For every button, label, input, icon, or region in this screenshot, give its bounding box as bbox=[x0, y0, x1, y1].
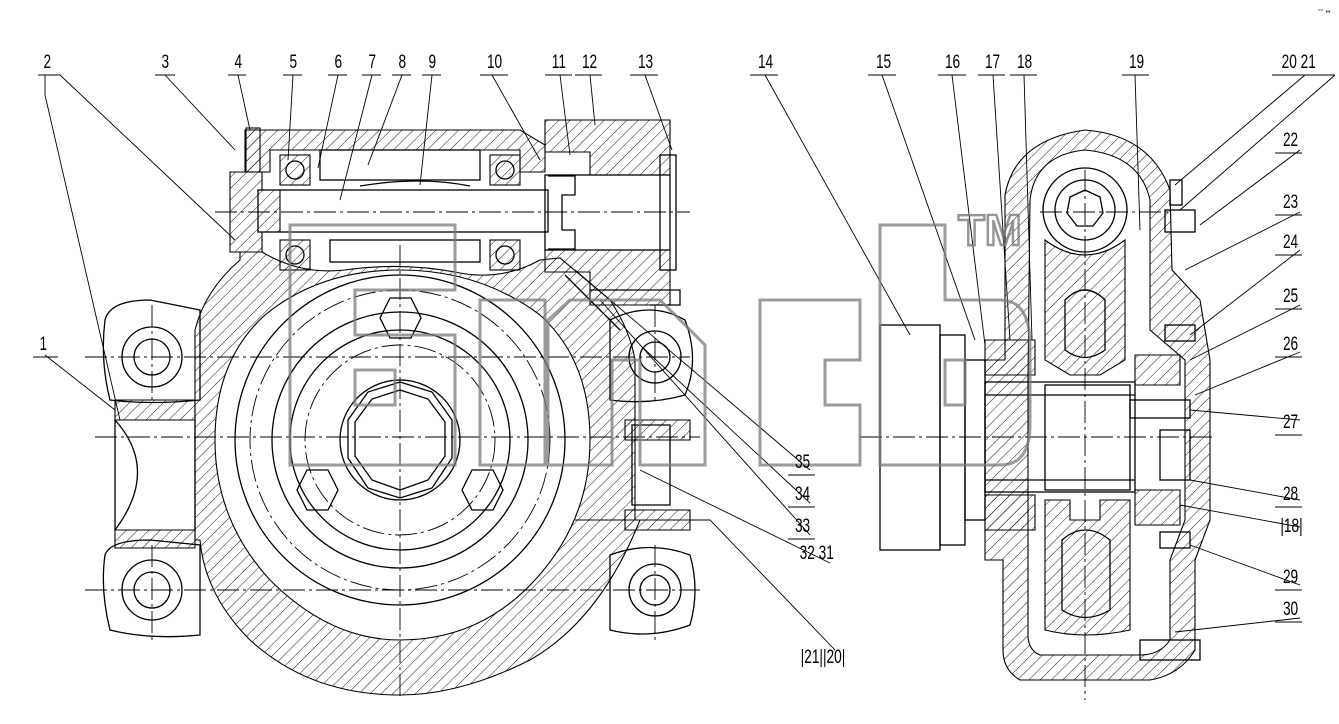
callout-32-31: 32 31 bbox=[800, 542, 834, 564]
callout-10: 10 bbox=[487, 51, 502, 73]
callout-16: 16 bbox=[945, 51, 960, 73]
callout-18-ref: |18| bbox=[1280, 515, 1302, 537]
callout-18: 18 bbox=[1017, 51, 1032, 73]
callout-28: 28 bbox=[1283, 483, 1298, 505]
callout-15: 15 bbox=[876, 51, 891, 73]
callout-13: 13 bbox=[638, 51, 653, 73]
watermark-logo: TM bbox=[288, 205, 1032, 467]
callout-27: 27 bbox=[1283, 411, 1298, 433]
callout-26: 26 bbox=[1283, 333, 1298, 355]
callout-30: 30 bbox=[1283, 598, 1298, 620]
callout-14: 14 bbox=[758, 51, 773, 73]
callout-labels: 2 3 4 5 6 7 8 9 10 11 12 13 14 15 16 17 … bbox=[39, 51, 1315, 668]
callout-12: 12 bbox=[582, 51, 597, 73]
callout-7: 7 bbox=[368, 51, 376, 73]
callout-21-20: |21||20| bbox=[801, 646, 846, 668]
callout-5: 5 bbox=[289, 51, 297, 73]
callout-22: 22 bbox=[1283, 129, 1298, 151]
corner-mark: °° •• bbox=[1318, 8, 1331, 16]
callout-25: 25 bbox=[1283, 285, 1298, 307]
callout-33: 33 bbox=[795, 515, 810, 537]
callout-3: 3 bbox=[161, 51, 169, 73]
leader-lines bbox=[44, 74, 1336, 651]
front-section-view bbox=[85, 119, 700, 700]
callout-19: 19 bbox=[1129, 51, 1144, 73]
side-section-view bbox=[860, 129, 1215, 700]
callout-8: 8 bbox=[398, 51, 406, 73]
callout-20-21: 20 21 bbox=[1282, 51, 1316, 73]
trademark-mark: TM bbox=[958, 206, 1022, 255]
label-underlines bbox=[33, 74, 1335, 623]
callout-29: 29 bbox=[1283, 566, 1298, 588]
callout-34: 34 bbox=[795, 483, 810, 505]
callout-2: 2 bbox=[43, 51, 51, 73]
callout-1: 1 bbox=[39, 333, 47, 355]
callout-23: 23 bbox=[1283, 191, 1298, 213]
callout-35: 35 bbox=[795, 451, 810, 473]
callout-17: 17 bbox=[985, 51, 1000, 73]
callout-9: 9 bbox=[428, 51, 436, 73]
callout-6: 6 bbox=[334, 51, 342, 73]
callout-24: 24 bbox=[1283, 231, 1298, 253]
callout-11: 11 bbox=[552, 51, 566, 73]
callout-4: 4 bbox=[234, 51, 242, 73]
